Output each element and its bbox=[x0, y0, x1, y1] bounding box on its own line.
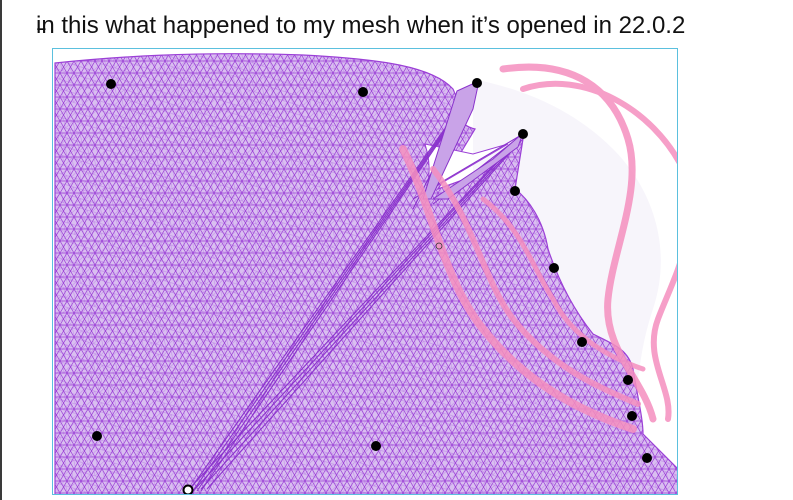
control-point-icon[interactable] bbox=[623, 375, 633, 385]
control-point-icon[interactable] bbox=[371, 441, 381, 451]
mesh-canvas[interactable] bbox=[52, 48, 678, 495]
control-point-icon[interactable] bbox=[642, 453, 652, 463]
window-left-edge bbox=[0, 0, 2, 500]
open-handle-icon[interactable] bbox=[182, 484, 194, 495]
meme-caption: i̵n this what happened to my mesh when i… bbox=[36, 12, 686, 39]
control-point-icon[interactable] bbox=[358, 87, 368, 97]
mesh-center-marker[interactable] bbox=[435, 242, 443, 250]
lower-spike bbox=[431, 131, 525, 200]
mesh-viewport[interactable] bbox=[53, 49, 678, 495]
control-point-icon[interactable] bbox=[549, 263, 559, 273]
control-points[interactable] bbox=[92, 78, 652, 463]
control-point-icon[interactable] bbox=[92, 431, 102, 441]
control-point-icon[interactable] bbox=[577, 337, 587, 347]
control-point-icon[interactable] bbox=[518, 129, 528, 139]
control-point-icon[interactable] bbox=[510, 186, 520, 196]
mesh-triangles-overlay bbox=[55, 53, 677, 494]
control-point-icon[interactable] bbox=[627, 411, 637, 421]
pink-guide-curves bbox=[399, 63, 677, 433]
control-point-icon[interactable] bbox=[106, 79, 116, 89]
control-point-icon[interactable] bbox=[472, 78, 482, 88]
